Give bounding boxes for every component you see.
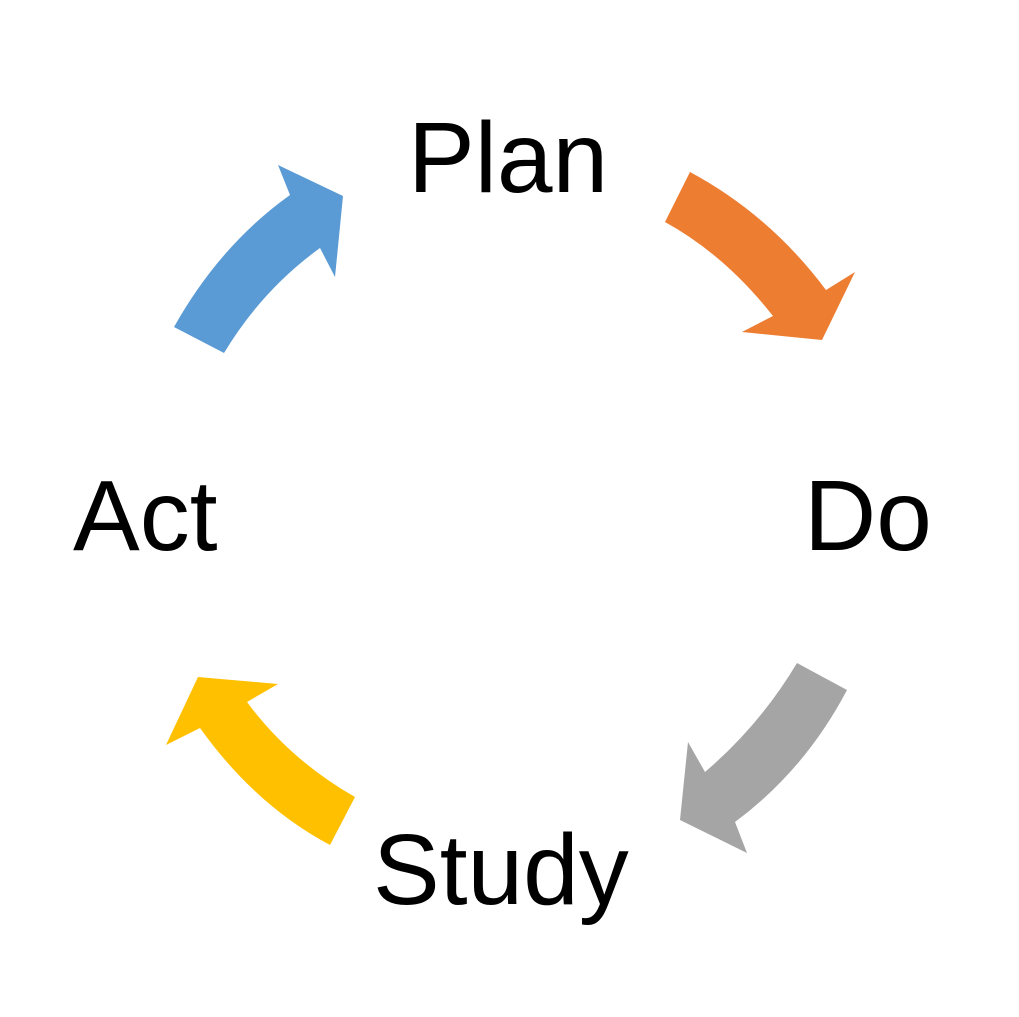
step-study: Study <box>373 814 629 926</box>
arrow-act-to-plan <box>174 165 343 353</box>
step-act: Act <box>73 460 218 572</box>
step-plan: Plan <box>408 102 609 214</box>
arrow-study-to-act <box>166 677 355 845</box>
step-do: Do <box>804 460 932 572</box>
arrow-do-to-study <box>680 663 847 853</box>
arrow-plan-to-do <box>665 172 855 340</box>
